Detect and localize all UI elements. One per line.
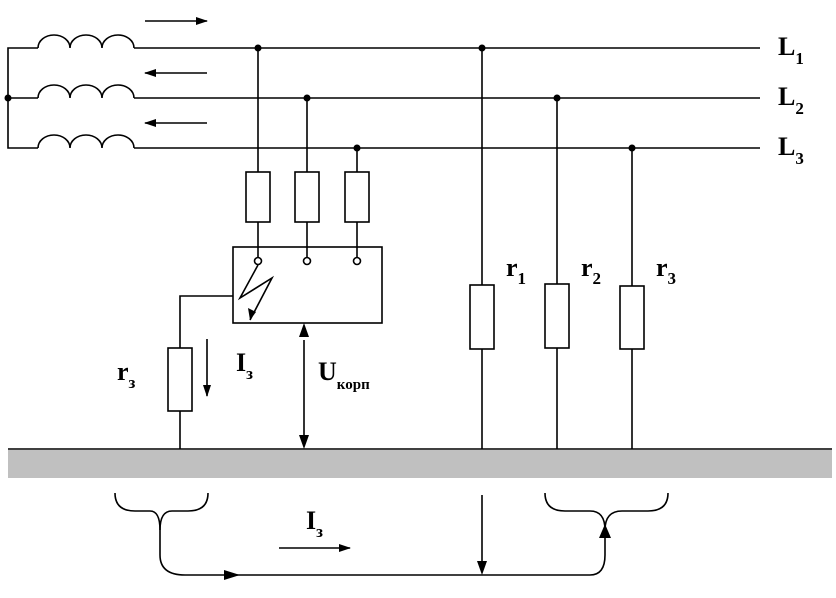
neutral-node xyxy=(4,94,12,102)
arrow-up-icon xyxy=(599,524,611,538)
arrow-down-icon xyxy=(477,561,487,575)
terminal-3 xyxy=(352,256,362,266)
fuse-2 xyxy=(294,171,320,223)
fault-zigzag-icon xyxy=(237,264,275,321)
winding-2 xyxy=(37,84,135,99)
ground-resistance-branch xyxy=(167,295,233,449)
generator-windings xyxy=(4,34,135,149)
equipment-housing xyxy=(232,246,383,324)
earth-ground xyxy=(8,450,832,478)
winding-1 xyxy=(37,34,135,49)
right-brace xyxy=(544,492,606,531)
insulation-resistances xyxy=(469,44,645,449)
resistance-label-r1: r1 xyxy=(506,253,526,288)
resistor-r3 xyxy=(619,285,645,350)
winding-3 xyxy=(37,134,135,149)
consumer-branch xyxy=(232,44,383,324)
current-direction-arrows xyxy=(144,17,208,127)
resistance-label-r2: r2 xyxy=(581,253,601,288)
fuse-1 xyxy=(245,171,271,223)
ground-current-label: Iз xyxy=(306,506,323,541)
ground-current-path xyxy=(114,492,669,580)
phase-label-l2: L2 xyxy=(778,82,804,118)
arrow-up-icon xyxy=(299,323,309,337)
ground-resistor xyxy=(167,347,193,412)
fault-current-label: Iз xyxy=(236,348,253,383)
phase-label-l3: L3 xyxy=(778,132,804,168)
resistance-label-r3: r3 xyxy=(656,253,676,288)
resistor-r1 xyxy=(469,284,495,350)
arrow-right-icon xyxy=(224,570,240,580)
left-brace xyxy=(114,492,606,576)
fuse-3 xyxy=(344,171,370,223)
arrow-down-icon xyxy=(299,435,309,449)
terminal-1 xyxy=(253,256,263,266)
resistor-r2 xyxy=(544,283,570,349)
phase-label-l1: L1 xyxy=(778,32,804,68)
ground-resistance-label: rз xyxy=(117,357,136,392)
phase-lines xyxy=(134,47,760,149)
terminal-2 xyxy=(302,256,312,266)
housing-voltage-label: Uкорп xyxy=(318,357,370,393)
